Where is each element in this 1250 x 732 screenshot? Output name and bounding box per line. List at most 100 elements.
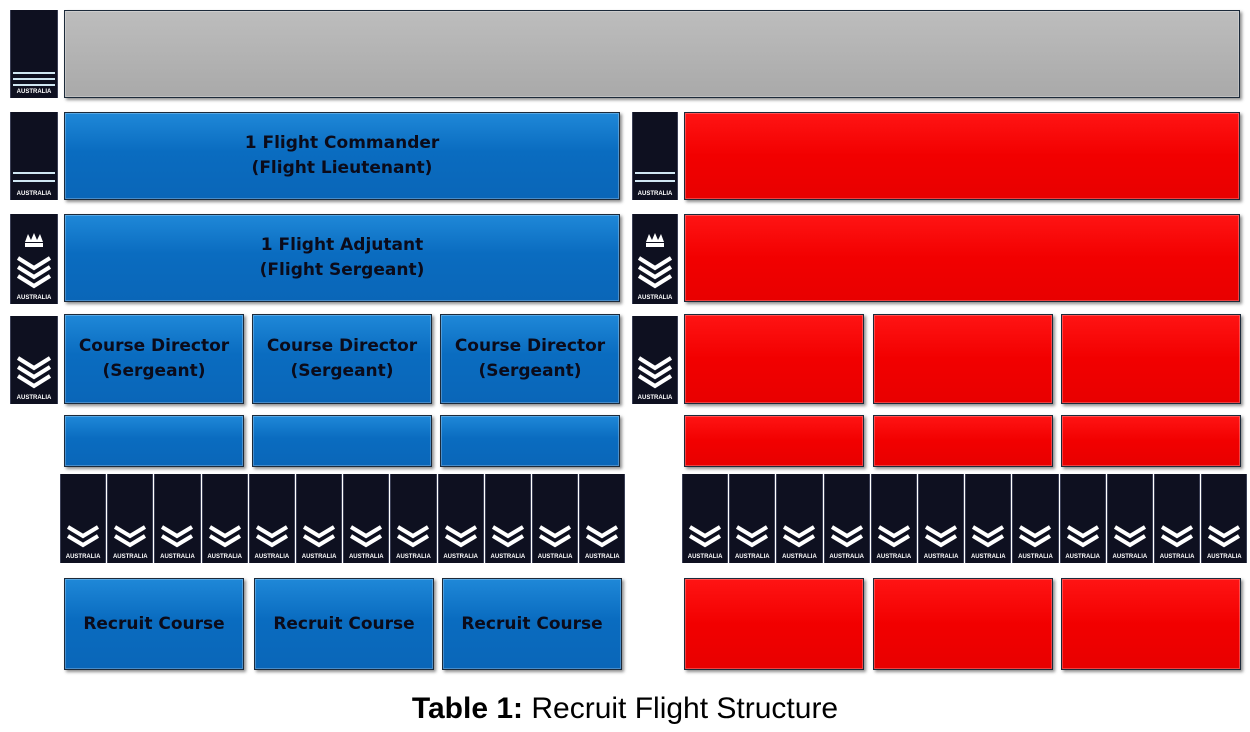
insignia-label: AUSTRALIA: [396, 554, 431, 560]
insignia-label: AUSTRALIA: [16, 395, 52, 401]
insignia-label: AUSTRALIA: [348, 554, 384, 560]
chevrons-icon: [830, 525, 863, 548]
crown-chevrons-icon: [637, 233, 673, 289]
chevrons-icon: [397, 525, 430, 548]
insignia-label: AUSTRALIA: [16, 295, 52, 301]
recruit-course-box: Recruit Course: [64, 578, 244, 670]
course-director-box: Course Director (Sergeant): [440, 314, 620, 404]
chevrons-icon: [114, 525, 147, 548]
chevrons-icon: [303, 525, 336, 548]
flight-1-commander-label: 1 Flight Commander (Flight Lieutenant): [244, 133, 440, 178]
squadron-header-bar: [64, 10, 1240, 98]
flight-2-recruit-course-box: [684, 578, 864, 670]
flight-1-adjutant-box: 1 Flight Adjutant (Flight Sergeant): [64, 214, 620, 302]
flight-2-adjutant-box: [684, 214, 1240, 302]
chevrons-icon: [1019, 525, 1052, 548]
recruit-course-box: Recruit Course: [254, 578, 434, 670]
rank-insignia-sergeant: AUSTRALIA: [10, 316, 58, 404]
rank-stripe: [13, 72, 55, 74]
insignia-label: AUSTRALIA: [254, 554, 290, 560]
chevrons-icon: [161, 525, 194, 548]
insignia-label: AUSTRALIA: [1159, 554, 1195, 560]
insignia-label: AUSTRALIA: [16, 89, 52, 95]
rank-stripe: [635, 172, 675, 174]
flight-1-commander-box: 1 Flight Commander (Flight Lieutenant): [64, 112, 620, 200]
figure-caption: Table 1: Recruit Flight Structure: [0, 692, 1250, 726]
rank-insignia-corporal: AUSTRALIA: [107, 474, 154, 563]
rank-insignia-corporal: AUSTRALIA: [154, 474, 201, 563]
rank-insignia-corporal: AUSTRALIA: [248, 474, 295, 563]
insignia-label: AUSTRALIA: [1112, 554, 1148, 560]
insignia-label: AUSTRALIA: [970, 554, 1006, 560]
flight-2-recruit-course-box: [1061, 578, 1241, 670]
rank-insignia-flight-lieutenant: AUSTRALIA: [632, 112, 678, 200]
rank-insignia-flight-sergeant: AUSTRALIA: [10, 214, 58, 304]
flight-2-course-director-box: [684, 314, 864, 404]
insignia-label: AUSTRALIA: [923, 554, 959, 560]
chevrons-icon: [1113, 525, 1146, 548]
flight-2-section-bar: [873, 415, 1053, 467]
rank-insignia-corporal: AUSTRALIA: [729, 474, 776, 563]
insignia-label: AUSTRALIA: [490, 554, 526, 560]
rank-insignia-corporal: AUSTRALIA: [343, 474, 390, 563]
chevrons-icon: [972, 525, 1005, 548]
rank-stripe: [13, 78, 55, 80]
chevrons-icon: [1161, 525, 1194, 548]
flight-2-course-director-box: [1061, 314, 1241, 404]
chevrons-icon: [350, 525, 383, 548]
insignia-label: AUSTRALIA: [829, 554, 865, 560]
rank-insignia-corporal: AUSTRALIA: [484, 474, 531, 563]
rank-insignia-corporal: AUSTRALIA: [870, 474, 917, 563]
rank-insignia-corporal: AUSTRALIA: [390, 474, 437, 563]
flight-1-adjutant-label: 1 Flight Adjutant (Flight Sergeant): [259, 235, 425, 280]
rank-insignia-corporal: AUSTRALIA: [965, 474, 1012, 563]
rank-insignia-flight-lieutenant: AUSTRALIA: [10, 112, 58, 200]
insignia-label: AUSTRALIA: [1065, 554, 1101, 560]
course-director-box: Course Director (Sergeant): [64, 314, 244, 404]
chevrons-icon: [689, 525, 722, 548]
course-director-label: Course Director (Sergeant): [266, 336, 418, 381]
insignia-label: AUSTRALIA: [687, 554, 723, 560]
rank-insignia-corporal: AUSTRALIA: [1106, 474, 1153, 563]
flight-1-section-bar: [64, 415, 244, 467]
course-director-box: Course Director (Sergeant): [252, 314, 432, 404]
insignia-label: AUSTRALIA: [782, 554, 817, 560]
rank-insignia-corporal: AUSTRALIA: [823, 474, 870, 563]
rank-stripe: [13, 172, 55, 174]
recruit-course-label: Recruit Course: [461, 613, 603, 634]
chevrons-icon: [586, 525, 619, 548]
insignia-label: AUSTRALIA: [876, 554, 912, 560]
chevrons-icon: [1066, 525, 1099, 548]
insignia-label: AUSTRALIA: [734, 554, 770, 560]
rank-insignia-corporal: AUSTRALIA: [296, 474, 343, 563]
recruit-course-box: Recruit Course: [442, 578, 622, 670]
rank-insignia-corporal: AUSTRALIA: [1201, 474, 1248, 563]
recruit-course-label: Recruit Course: [83, 613, 225, 634]
rank-stripe: [13, 180, 55, 182]
rank-insignia-corporal: AUSTRALIA: [60, 474, 107, 563]
chevrons-icon: [444, 525, 477, 548]
caption-text: Recruit Flight Structure: [523, 692, 839, 725]
insignia-label: AUSTRALIA: [160, 554, 195, 560]
rank-insignia-squadron-leader: AUSTRALIA: [10, 10, 58, 98]
flight-1-section-bar: [252, 415, 432, 467]
insignia-label: AUSTRALIA: [16, 191, 52, 197]
insignia-label: AUSTRALIA: [637, 191, 673, 197]
chevrons-icon: [736, 525, 769, 548]
rank-insignia-corporal: AUSTRALIA: [1012, 474, 1059, 563]
insignia-label: AUSTRALIA: [637, 295, 673, 301]
insignia-label: AUSTRALIA: [443, 554, 479, 560]
chevrons-icon: [783, 525, 816, 548]
course-director-label: Course Director (Sergeant): [78, 336, 230, 381]
rank-insignia-corporal: AUSTRALIA: [201, 474, 248, 563]
insignia-label: AUSTRALIA: [1018, 554, 1053, 560]
course-director-label: Course Director (Sergeant): [454, 336, 606, 381]
flight-2-section-bar: [684, 415, 864, 467]
insignia-label: AUSTRALIA: [637, 395, 673, 401]
chevrons-icon: [16, 356, 52, 389]
recruit-course-label: Recruit Course: [273, 613, 415, 634]
flight-2-recruit-course-box: [873, 578, 1053, 670]
rank-insignia-corporal: AUSTRALIA: [579, 474, 626, 563]
chevrons-icon: [1208, 525, 1241, 548]
insignia-label: AUSTRALIA: [584, 554, 620, 560]
